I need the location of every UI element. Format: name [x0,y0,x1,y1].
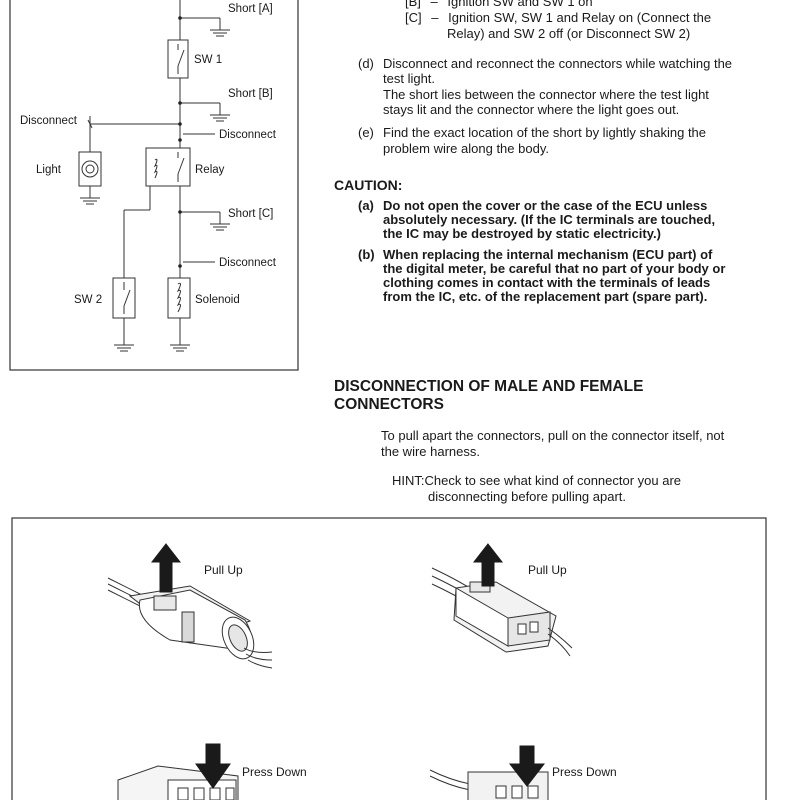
press-down-arrow-1 [195,743,231,789]
label-pull-up-2: Pull Up [528,563,567,577]
label-sw1: SW 1 [194,54,222,66]
connector-rect-illustration [431,567,573,657]
connector-round-illustration [107,577,273,669]
hint-line2: disconnecting before pulling apart. [428,489,627,504]
label-pull-up-1: Pull Up [204,563,243,577]
condition-c-marker: [C] [405,10,422,25]
label-short-a: Short [A] [228,3,273,15]
caution-title: CAUTION: [334,177,403,193]
label-sw2: SW 2 [74,294,102,306]
caution-a-line3: the IC may be destroyed by static electr… [383,226,661,241]
label-short-b: Short [B] [228,88,273,100]
condition-b: [B] – Ignition SW and SW 1 on [405,0,795,9]
condition-c-text: Ignition SW, SW 1 and Relay on (Connect … [448,10,712,25]
hint-line1: HINT:Check to see what kind of connector… [392,473,682,488]
condition-b-text: Ignition SW and SW 1 on [447,0,593,9]
label-press-down-2: Press Down [552,765,617,779]
pull-up-arrow-1 [150,543,182,593]
condition-c-dash: – [431,10,439,25]
label-press-down-1: Press Down [242,765,307,779]
label-relay: Relay [195,164,225,176]
section-title-line2: CONNECTORS [334,396,444,413]
label-short-c: Short [C] [228,208,273,220]
press-down-arrow-2 [508,745,546,787]
label-disconnect-light: Disconnect [20,115,78,127]
section-title-line1: DISCONNECTION OF MALE AND FEMALE [334,378,644,395]
step-d-line1: Disconnect and reconnect the connectors … [383,56,733,71]
caution-b-line4: from the IC, etc. of the replacement par… [383,289,708,304]
step-d-line4: stays lit and the connector where the li… [383,102,680,117]
label-disconnect-relay: Disconnect [219,129,277,141]
section-para-line2: the wire harness. [381,444,480,459]
label-light: Light [36,164,62,176]
caution-b-line3: clothing comes in contact with the termi… [383,275,711,290]
caution-a-line2: absolutely necessary. (If the IC termina… [383,212,716,227]
step-d-marker: (d) [358,56,374,71]
caution-a-line1: Do not open the cover or the case of the… [383,198,708,213]
condition-b-marker: [B] [405,0,421,9]
pull-up-arrow-2 [472,543,504,587]
step-e-line2: problem wire along the body. [383,141,549,156]
caution-b-line1: When replacing the internal mechanism (E… [383,247,713,262]
step-d-line2: test light. [383,71,436,86]
caution-b-marker: (b) [358,247,375,262]
caution-a-marker: (a) [358,198,374,213]
label-disconnect-solenoid: Disconnect [219,257,277,269]
step-e-line1: Find the exact location of the short by … [383,125,707,140]
condition-c-cont: Relay) and SW 2 off (or Disconnect SW 2) [447,26,691,41]
step-d-line3: The short lies between the connector whe… [383,87,709,102]
caution-b-line2: the digital meter, be careful that no pa… [383,261,726,276]
section-para-line1: To pull apart the connectors, pull on th… [381,428,725,443]
condition-b-dash: – [430,0,438,9]
step-e-marker: (e) [358,125,374,140]
condition-c: [C] – Ignition SW, SW 1 and Relay on (Co… [405,10,795,25]
label-solenoid: Solenoid [195,294,240,306]
